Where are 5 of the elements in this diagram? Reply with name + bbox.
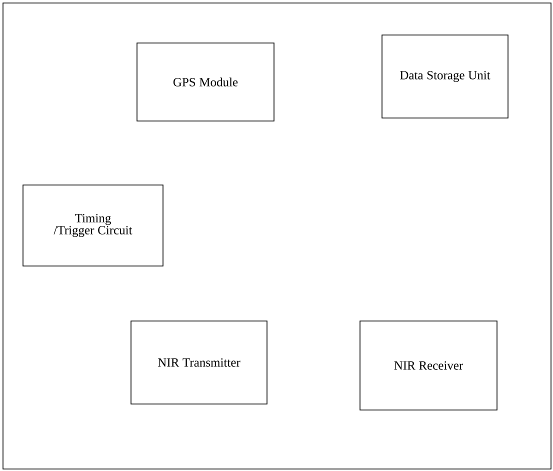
process-box: NIR Transmitter (130, 320, 268, 404)
process-box: Data Storage Unit (382, 34, 508, 118)
process-box: GPS Module (136, 42, 274, 122)
process-box: Timing /Trigger Circuit (22, 184, 164, 266)
process-box: NIR Receiver (360, 320, 498, 410)
